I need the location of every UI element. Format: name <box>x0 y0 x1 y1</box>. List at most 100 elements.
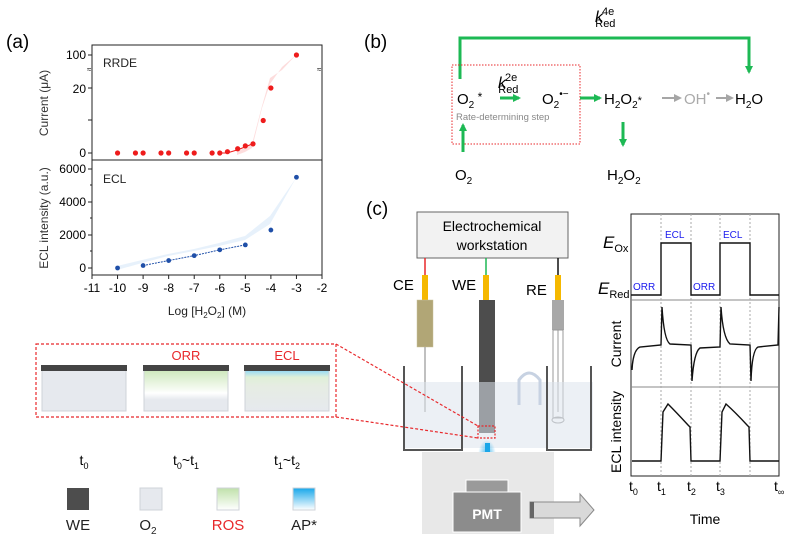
we-label: WE <box>452 277 476 294</box>
rrde-data-point <box>235 146 241 152</box>
species-o2-adsorbed: O2 * <box>457 90 483 111</box>
rrde-data-point <box>183 150 190 156</box>
schematic-ecl: ECL <box>244 348 330 412</box>
ecl-data-point <box>268 227 274 233</box>
we-surface <box>41 365 127 371</box>
ce-label: CE <box>393 277 414 294</box>
panel-c-label: (c) <box>366 199 388 220</box>
timing-diagram: EOx ERed ORR ECL ORR ECL Current ECL int… <box>598 213 784 527</box>
ecl-data-point <box>294 174 299 180</box>
time-tick-label: t1 <box>657 478 666 497</box>
ecl-y-axis-label: ECL intensity (a.u.) <box>37 167 51 269</box>
time-label-t0-t1: t0~t1 <box>173 452 199 471</box>
ecl-data-point <box>166 258 172 263</box>
rrde-y-tick-label: 100 <box>66 48 86 62</box>
legend-label-we: WE <box>66 517 90 534</box>
rrde-data-point <box>242 143 248 149</box>
ros-region <box>143 365 229 412</box>
zoom-leader-line-top <box>335 343 479 427</box>
phase-label-orr-2: ORR <box>693 282 715 293</box>
workstation-label-line1: Electrochemical <box>443 218 542 234</box>
zoom-inset-box <box>35 343 337 418</box>
legend-label-ros: ROS <box>212 517 245 534</box>
phase-label-ecl-1: ECL <box>665 230 685 241</box>
rrde-data-point <box>250 141 256 147</box>
re-connector <box>555 275 561 300</box>
phase-label-ecl-2: ECL <box>723 230 743 241</box>
ecl-plot-frame <box>91 159 323 276</box>
rrde-data-point <box>224 149 231 155</box>
legend-swatch-ros <box>216 487 240 511</box>
rrde-data-point <box>217 150 223 156</box>
orr-phase-label: ORR <box>172 348 201 363</box>
rrde-error-band <box>237 55 296 155</box>
time-axis-label: Time <box>690 511 721 527</box>
species-h2o2: H2O2 <box>607 167 641 187</box>
ecl-data-point <box>191 253 197 259</box>
panel-a: (a) ≈ ≈ 100 20 0 Current (μA) RRDE <box>6 32 328 320</box>
ecl-intensity-axis-label: ECL intensity <box>608 391 624 473</box>
x-axis-ticks: -11-10-9-8-7-6-5-4-3-2 <box>84 275 328 295</box>
ecl-y-tick-label: 0 <box>79 261 86 275</box>
x-tick-label: -7 <box>189 281 200 295</box>
species-hydroxyl-radical: OH• <box>684 89 711 108</box>
legend-swatch-o2 <box>139 487 163 511</box>
rrde-data-point <box>268 85 274 91</box>
time-tick-label: t2 <box>687 478 696 497</box>
rrde-data-point <box>209 150 215 156</box>
rrde-data-point <box>132 150 139 156</box>
reference-electrode-cap <box>552 300 564 330</box>
we-surface <box>244 365 330 371</box>
y-axis-break-mark-left: ≈ <box>87 65 92 74</box>
x-axis-label: Log [H2O2] (M) <box>168 304 246 320</box>
panel-b-label: (b) <box>364 32 387 53</box>
current-waveform <box>631 306 780 382</box>
ecl-y-ticks: 6000 4000 2000 0 <box>59 162 92 275</box>
rrde-y-tick-label: 20 <box>73 82 87 96</box>
ap-region <box>244 365 330 412</box>
time-label-t1-t2: t1~t2 <box>274 452 300 471</box>
time-tick-label: t∞ <box>774 478 784 497</box>
potential-waveform <box>631 242 779 296</box>
rrde-data-point <box>114 150 121 156</box>
rrde-points <box>114 52 300 156</box>
zoom-leader-line-bottom <box>335 416 479 439</box>
ecl-points <box>115 174 299 271</box>
ecl-data-point <box>115 265 120 271</box>
panel-a-label: (a) <box>6 32 29 53</box>
x-tick-label: -6 <box>214 281 225 295</box>
rrde-y-ticks: 100 20 0 <box>66 48 92 160</box>
we-connector <box>483 275 489 300</box>
rrde-data-point <box>166 150 172 156</box>
time-label-t0: t0 <box>80 452 89 471</box>
salt-bridge <box>517 371 542 405</box>
cell-compartment-right <box>546 366 592 451</box>
x-tick-label: -8 <box>163 281 174 295</box>
x-tick-label: -5 <box>240 281 251 295</box>
k4e-pathway-arrow <box>458 36 753 79</box>
rrde-y-tick-label: 0 <box>79 146 86 160</box>
legend-label-ap: AP* <box>291 517 317 534</box>
species-h2o2-adsorbed: H2O2* <box>604 91 643 111</box>
ecl-data-point <box>217 247 223 253</box>
cell-compartment-left <box>403 366 463 451</box>
rrde-data-point <box>293 52 300 58</box>
legend-label-o2: O2 <box>139 517 157 537</box>
pmt-window <box>465 479 509 493</box>
rrde-data-point <box>140 150 146 156</box>
electrode-zoom-box <box>477 425 496 439</box>
current-axis-label: Current <box>608 321 624 368</box>
x-tick-label: -11 <box>84 281 101 295</box>
x-tick-label: -4 <box>266 281 277 295</box>
legend-swatch-we <box>67 488 89 510</box>
rate-determining-step-label: Rate-determining step <box>456 112 549 123</box>
rrde-y-axis-label: Current (μA) <box>37 70 51 136</box>
re-label: RE <box>526 282 547 299</box>
counter-electrode-body <box>416 299 434 348</box>
e-ox-label: EOx <box>603 233 629 255</box>
